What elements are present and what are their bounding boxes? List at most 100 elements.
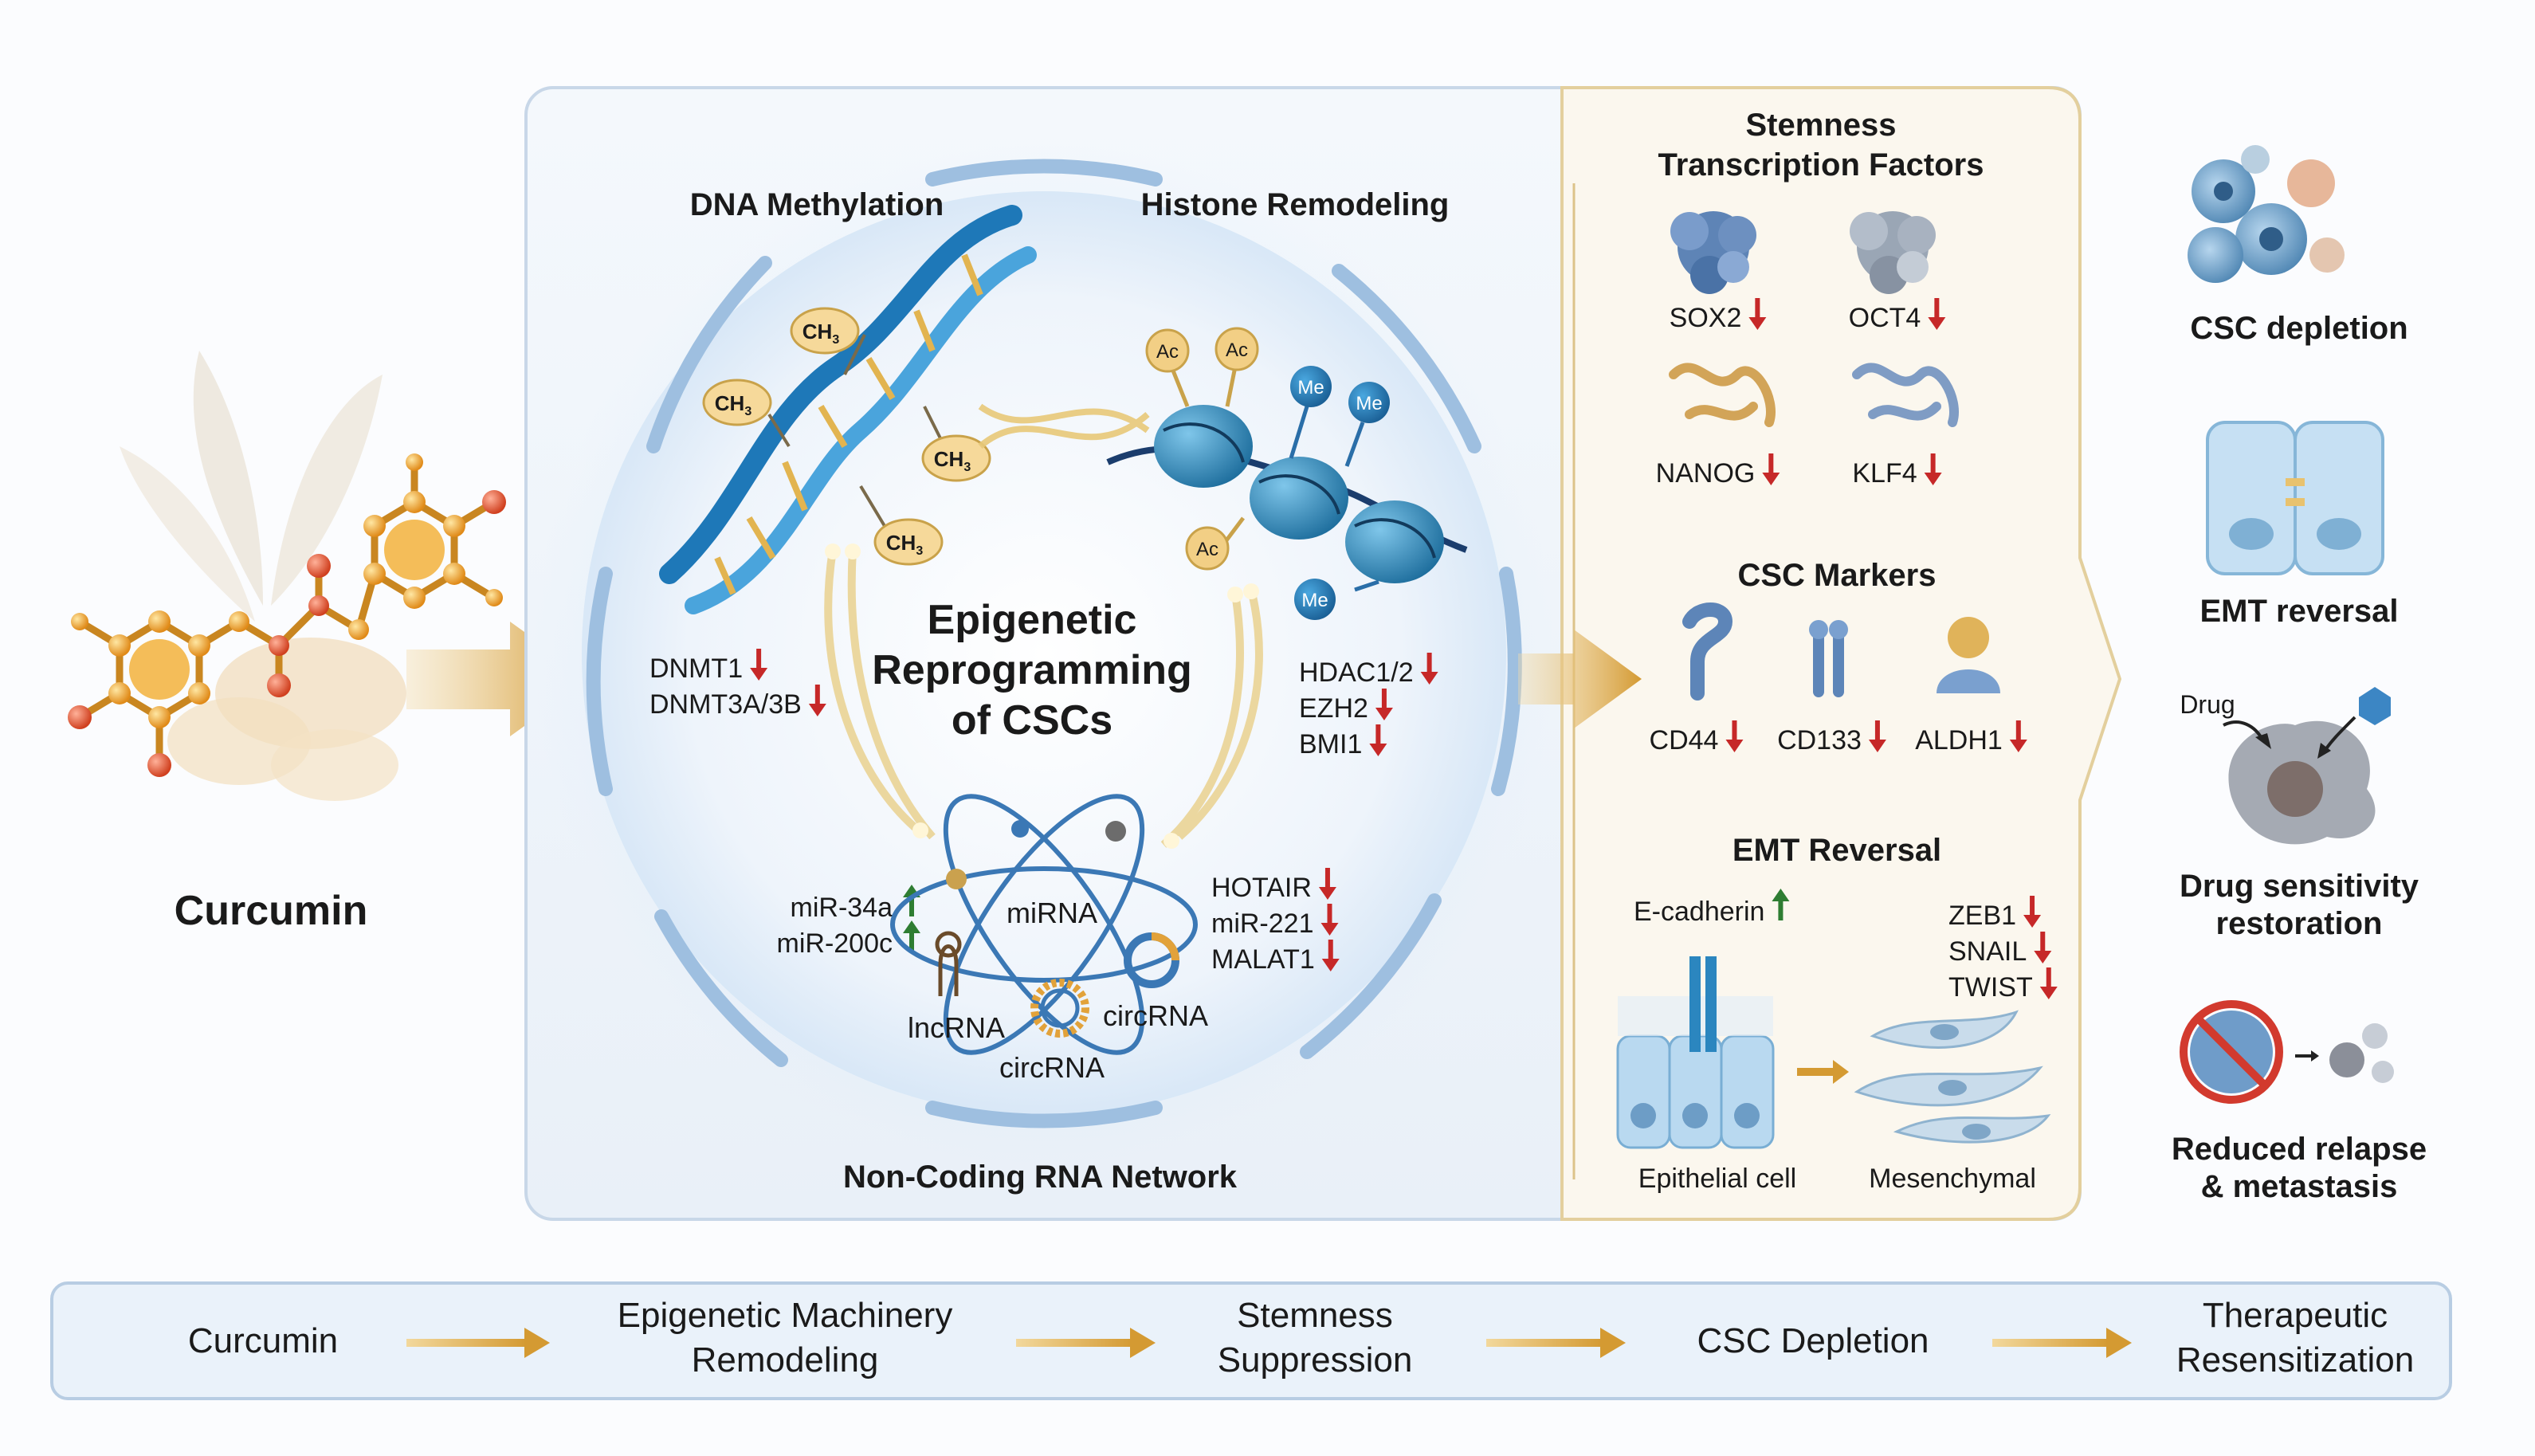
flow-step-label: Stemness <box>1237 1296 1393 1335</box>
stemness-factor-down-arrow <box>1924 453 1942 485</box>
csc-marker-down-arrow <box>1725 720 1744 752</box>
ncrna-label: MALAT1 <box>1211 944 1315 975</box>
csc-marker-label: CD133 <box>1777 725 1862 755</box>
flow-step-label: Curcumin <box>188 1321 338 1360</box>
svg-text:Me: Me <box>1301 590 1328 611</box>
dna-gene-label: DNMT1 <box>649 653 743 684</box>
dna-methylation-title: DNA Methylation <box>690 187 944 222</box>
epithelial-to-mesenchymal-arrow <box>1797 1060 1849 1084</box>
ch3-group-1: CH3 <box>790 307 866 375</box>
circrna-bottom-label: circRNA <box>999 1051 1105 1084</box>
stemness-title-line2: Transcription Factors <box>1658 147 1984 182</box>
drug-sensitivity-label-line1: Drug sensitivity <box>2180 869 2419 904</box>
klf4-protein-icon <box>1852 363 1959 427</box>
ch3-group-2: CH3 <box>702 379 791 448</box>
mesenchymal-cells-icon <box>1854 1010 2051 1144</box>
csc-marker-label: CD44 <box>1650 725 1719 755</box>
drug-sensitivity-icon <box>2223 687 2391 845</box>
svg-text:CH3: CH3 <box>886 531 924 558</box>
flow-bar <box>50 1281 2452 1400</box>
sox2-protein-icon <box>1670 211 1756 294</box>
emt-tf-down-arrow <box>2039 967 2058 999</box>
curcumin-illustration <box>68 351 506 801</box>
epithelial-cell-label: Epithelial cell <box>1638 1164 1796 1194</box>
ch3-group-4: CH3 <box>859 485 944 566</box>
ecadherin-item: E-cadherin <box>1634 889 1790 927</box>
ncrna-label: HOTAIR <box>1211 873 1312 903</box>
stemness-factor-label: KLF4 <box>1852 458 1917 489</box>
csc-depletion-label: CSC depletion <box>2190 311 2407 346</box>
ac-tag-3: Ac <box>1185 516 1245 571</box>
emt-reversal-title: EMT Reversal <box>1733 833 1941 868</box>
ncrna-down-arrow <box>1318 868 1336 900</box>
svg-text:CH3: CH3 <box>934 447 971 474</box>
reduced-relapse-label-line2: & metastasis <box>2201 1169 2398 1204</box>
flow-arrow <box>1992 1328 2132 1358</box>
flow-step-label: Suppression <box>1218 1340 1413 1379</box>
stemness-factor-down-arrow <box>1748 298 1767 330</box>
svg-text:Me: Me <box>1356 393 1382 414</box>
lncrna-label: lncRNA <box>908 1011 1005 1044</box>
stemness-factor-label: OCT4 <box>1849 303 1921 333</box>
flow-step-label: Remodeling <box>692 1340 879 1379</box>
ac-tag-1: Ac <box>1145 328 1190 407</box>
center-title-line3: of CSCs <box>952 697 1112 744</box>
drug-sensitivity-label-line2: restoration <box>2216 906 2383 941</box>
aldh1-marker-icon <box>1937 617 2000 693</box>
emt-reversal-icon <box>2206 421 2384 575</box>
circrna-right-icon <box>1124 932 1179 988</box>
flow-arrow <box>406 1328 550 1358</box>
circrna-right-label: circRNA <box>1103 999 1208 1032</box>
reduced-relapse-icon <box>2180 1000 2394 1104</box>
csc-marker-down-arrow <box>1868 720 1886 752</box>
svg-text:CH3: CH3 <box>715 391 752 418</box>
svg-text:CH3: CH3 <box>802 320 840 347</box>
dna-helix-icon <box>659 205 1037 614</box>
ecadherin-label: E-cadherin <box>1634 897 1764 927</box>
cell-to-right-arrow <box>1518 630 1642 728</box>
emt-tf-label: SNAIL <box>1948 936 2027 967</box>
histone-gene-down-arrow <box>1369 724 1387 756</box>
ecadherin-up-arrow <box>1772 889 1790 920</box>
ac-tag-2: Ac <box>1215 327 1259 407</box>
circrna-bottom-icon <box>1030 979 1089 1038</box>
flow-step-label: Therapeutic <box>2203 1296 2388 1335</box>
me-tag-1: Me <box>1289 366 1332 459</box>
histone-gene-down-arrow <box>1375 689 1393 720</box>
emt-reversal-label: EMT reversal <box>2199 594 2398 629</box>
mesenchymal-label: Mesenchymal <box>1869 1164 2036 1194</box>
flow-arrow <box>1016 1328 1156 1358</box>
flow-arrow <box>1486 1328 1626 1358</box>
emt-tf-label: TWIST <box>1948 972 2033 1003</box>
oct4-protein-icon <box>1850 211 1936 294</box>
nucleosome-icon <box>1106 405 1468 583</box>
svg-text:Me: Me <box>1297 377 1324 398</box>
stemness-factor-label: SOX2 <box>1670 303 1742 333</box>
emt-tf-down-arrow <box>2023 896 2042 928</box>
histone-gene-label: BMI1 <box>1299 729 1362 759</box>
ch3-group-3: CH3 <box>921 406 991 482</box>
svg-text:Ac: Ac <box>1196 539 1218 560</box>
stemness-title-line1: Stemness <box>1746 108 1897 143</box>
ncrna-links <box>824 549 1263 848</box>
ncrna-network-title: Non-Coding RNA Network <box>843 1160 1238 1195</box>
histone-remodeling-title: Histone Remodeling <box>1141 187 1450 222</box>
histone-gene-label: EZH2 <box>1299 693 1368 724</box>
me-tag-3: Me <box>1294 579 1379 620</box>
ncrna-down-arrow <box>1320 904 1339 936</box>
mirna-label: miR-34a <box>791 893 893 923</box>
svg-text:Ac: Ac <box>1156 341 1179 363</box>
cd44-marker-icon <box>1682 602 1733 701</box>
csc-markers-title: CSC Markers <box>1737 558 1936 593</box>
nanog-protein-icon <box>1669 363 1776 427</box>
histone-gene-label: HDAC1/2 <box>1299 657 1414 688</box>
center-title-line2: Reprogramming <box>872 647 1192 693</box>
emt-tf-label: ZEB1 <box>1948 901 2016 931</box>
